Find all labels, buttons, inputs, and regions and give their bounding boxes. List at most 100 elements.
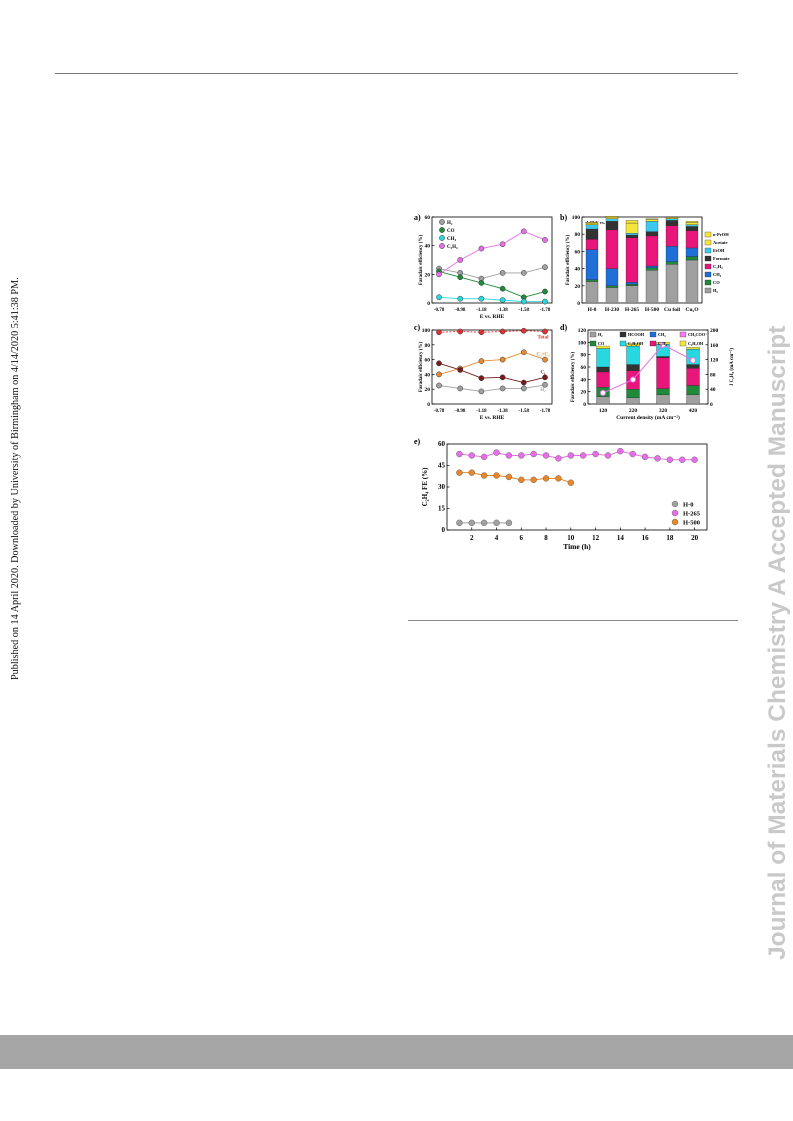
panel-e-y-tick-label: 60 (438, 440, 446, 448)
panel-b-ylabel: Faradaic efficiency (%) (566, 235, 571, 286)
panel-c-y-tick-label: 40 (425, 372, 431, 378)
panel-b-bar-segment (605, 216, 619, 219)
panel-e-point (493, 449, 500, 456)
panel-e-point (456, 450, 463, 458)
panel-b-bar-segment (585, 224, 599, 230)
panel-d-y2-tick-label: 0 (710, 402, 713, 408)
panel-c-point (542, 374, 548, 381)
panel-b-bar-segment (645, 235, 659, 267)
panel-e-point (505, 473, 513, 481)
panel-b-bar-segment (665, 261, 679, 265)
panel-c-series-line (438, 330, 546, 333)
panel-d-legend-swatch (589, 331, 597, 338)
panel-e-legend-label: H-265 (683, 511, 701, 518)
panel-d-legend-swatch (589, 340, 597, 347)
panel-c-x-tick-label: -0.78 (434, 409, 445, 414)
panel-a-point (542, 264, 548, 271)
panel-b-x-tick-label: H-0 (588, 307, 597, 313)
panel-e-point (679, 456, 686, 463)
panel-b-bar-segment (605, 287, 619, 304)
panel-e-trend-line (459, 472, 571, 484)
panel-d-current-point (599, 389, 607, 396)
panel-a-point (542, 298, 548, 305)
panel-d-y-tick-label: 40 (581, 377, 587, 383)
panel-e-point (555, 475, 562, 482)
panel-b-x-tick-label: Cu₂O (686, 307, 700, 313)
panel-d-bar-segment (626, 364, 640, 371)
panel-b-legend-label: CH₄ (713, 272, 722, 277)
panel-c-point (457, 385, 464, 392)
panel-e-point (666, 456, 674, 463)
panel-c-x-tick-label: -1.58 (519, 409, 530, 414)
panel-b-bar-segment (625, 282, 639, 285)
panel-d-legend-label: C₂H₅OH (628, 341, 644, 346)
panel-c-point (499, 328, 506, 335)
panel-c-xlabel: E vs. RHE (480, 415, 505, 421)
panel-a-point (542, 288, 548, 295)
panel-a-point (542, 237, 548, 243)
panel-b-bar-segment (625, 237, 639, 283)
panel-a-legend-label: CH₄ (447, 237, 457, 242)
panel-a-y-tick-label: 20 (425, 272, 431, 278)
panel-c-series-line (438, 384, 546, 392)
panel-e-x-tick-label: 8 (544, 534, 548, 542)
panel-c-y-tick-label: 60 (425, 358, 431, 364)
panel-a-y-tick-label: 60 (425, 215, 431, 221)
panel-e-x-tick-label: 4 (495, 534, 499, 542)
panel-b-bar-segment (605, 268, 619, 286)
panel-b-bar-segment (665, 246, 679, 262)
panel-e-x-tick-label: 20 (691, 534, 699, 542)
panel-a-legend-label: H₂ (447, 221, 453, 226)
panel-d-y-tick-label: 60 (581, 365, 587, 371)
panel-e-x-tick-label: 12 (592, 534, 600, 542)
panel-a-legend-label: CO (447, 229, 455, 234)
panel-a-x-tick-label: -1.78 (540, 308, 551, 313)
panel-c-point (499, 374, 506, 381)
panel-b-bar-segment (645, 265, 659, 268)
panel-b-bar-segment (585, 281, 599, 304)
panel-c-point (457, 367, 464, 373)
panel-a-point (478, 245, 485, 252)
panel-d-x-tick-label: 420 (689, 408, 698, 414)
panel-e-point (468, 469, 475, 476)
panel-a-x-tick-label: -1.38 (497, 308, 508, 313)
panel-b-legend-label: CO (713, 280, 720, 285)
panel-e-y-tick-label: 45 (438, 462, 446, 470)
panel-d-y-tick-label: 0 (583, 402, 586, 408)
panel-b-bar-segment (685, 256, 699, 261)
panel-b-y-tick-label: 60 (575, 249, 581, 255)
panel-a-x-tick-label: -1.18 (476, 308, 487, 313)
panel-b-bar-segment (605, 285, 619, 288)
panel-e-point (555, 455, 562, 462)
panel-c-point (520, 349, 527, 356)
panel-b-bar-segment (605, 215, 619, 218)
panel-b-bar-segment (605, 229, 619, 269)
panel-c-point (478, 388, 485, 395)
panel-e-point (505, 452, 513, 459)
panel-d-bar-segment (626, 343, 640, 347)
panel-d-current-point (659, 341, 667, 348)
panel-d-legend-swatch (679, 340, 687, 347)
panel-e-legend-marker (671, 518, 679, 526)
panel-a-frame (431, 216, 553, 304)
panel-d-current-line (602, 344, 694, 394)
panel-a-legend-marker (439, 219, 445, 225)
panel-e-point (567, 452, 575, 459)
panel-b-legend-swatch (704, 263, 712, 270)
panel-a-point (499, 285, 506, 292)
panel-d-bar-segment (596, 371, 610, 388)
panel-a-point (436, 294, 442, 301)
panel-e-point (542, 452, 550, 459)
panel-c-point (436, 360, 442, 367)
panel-d-y2-tick-label: 120 (710, 358, 719, 364)
panel-b-bar-segment (685, 230, 699, 249)
panel-e-point (592, 450, 599, 458)
panel-b-label: b) (560, 213, 567, 222)
panel-a-x-tick-label: -1.58 (519, 308, 530, 313)
panel-d-bar-segment (596, 366, 610, 373)
panel-c-point (478, 329, 485, 336)
panel-a-point (520, 298, 527, 305)
panel-a-y-tick-label: 40 (425, 244, 431, 250)
panel-e-y-tick-label: 15 (438, 505, 446, 513)
